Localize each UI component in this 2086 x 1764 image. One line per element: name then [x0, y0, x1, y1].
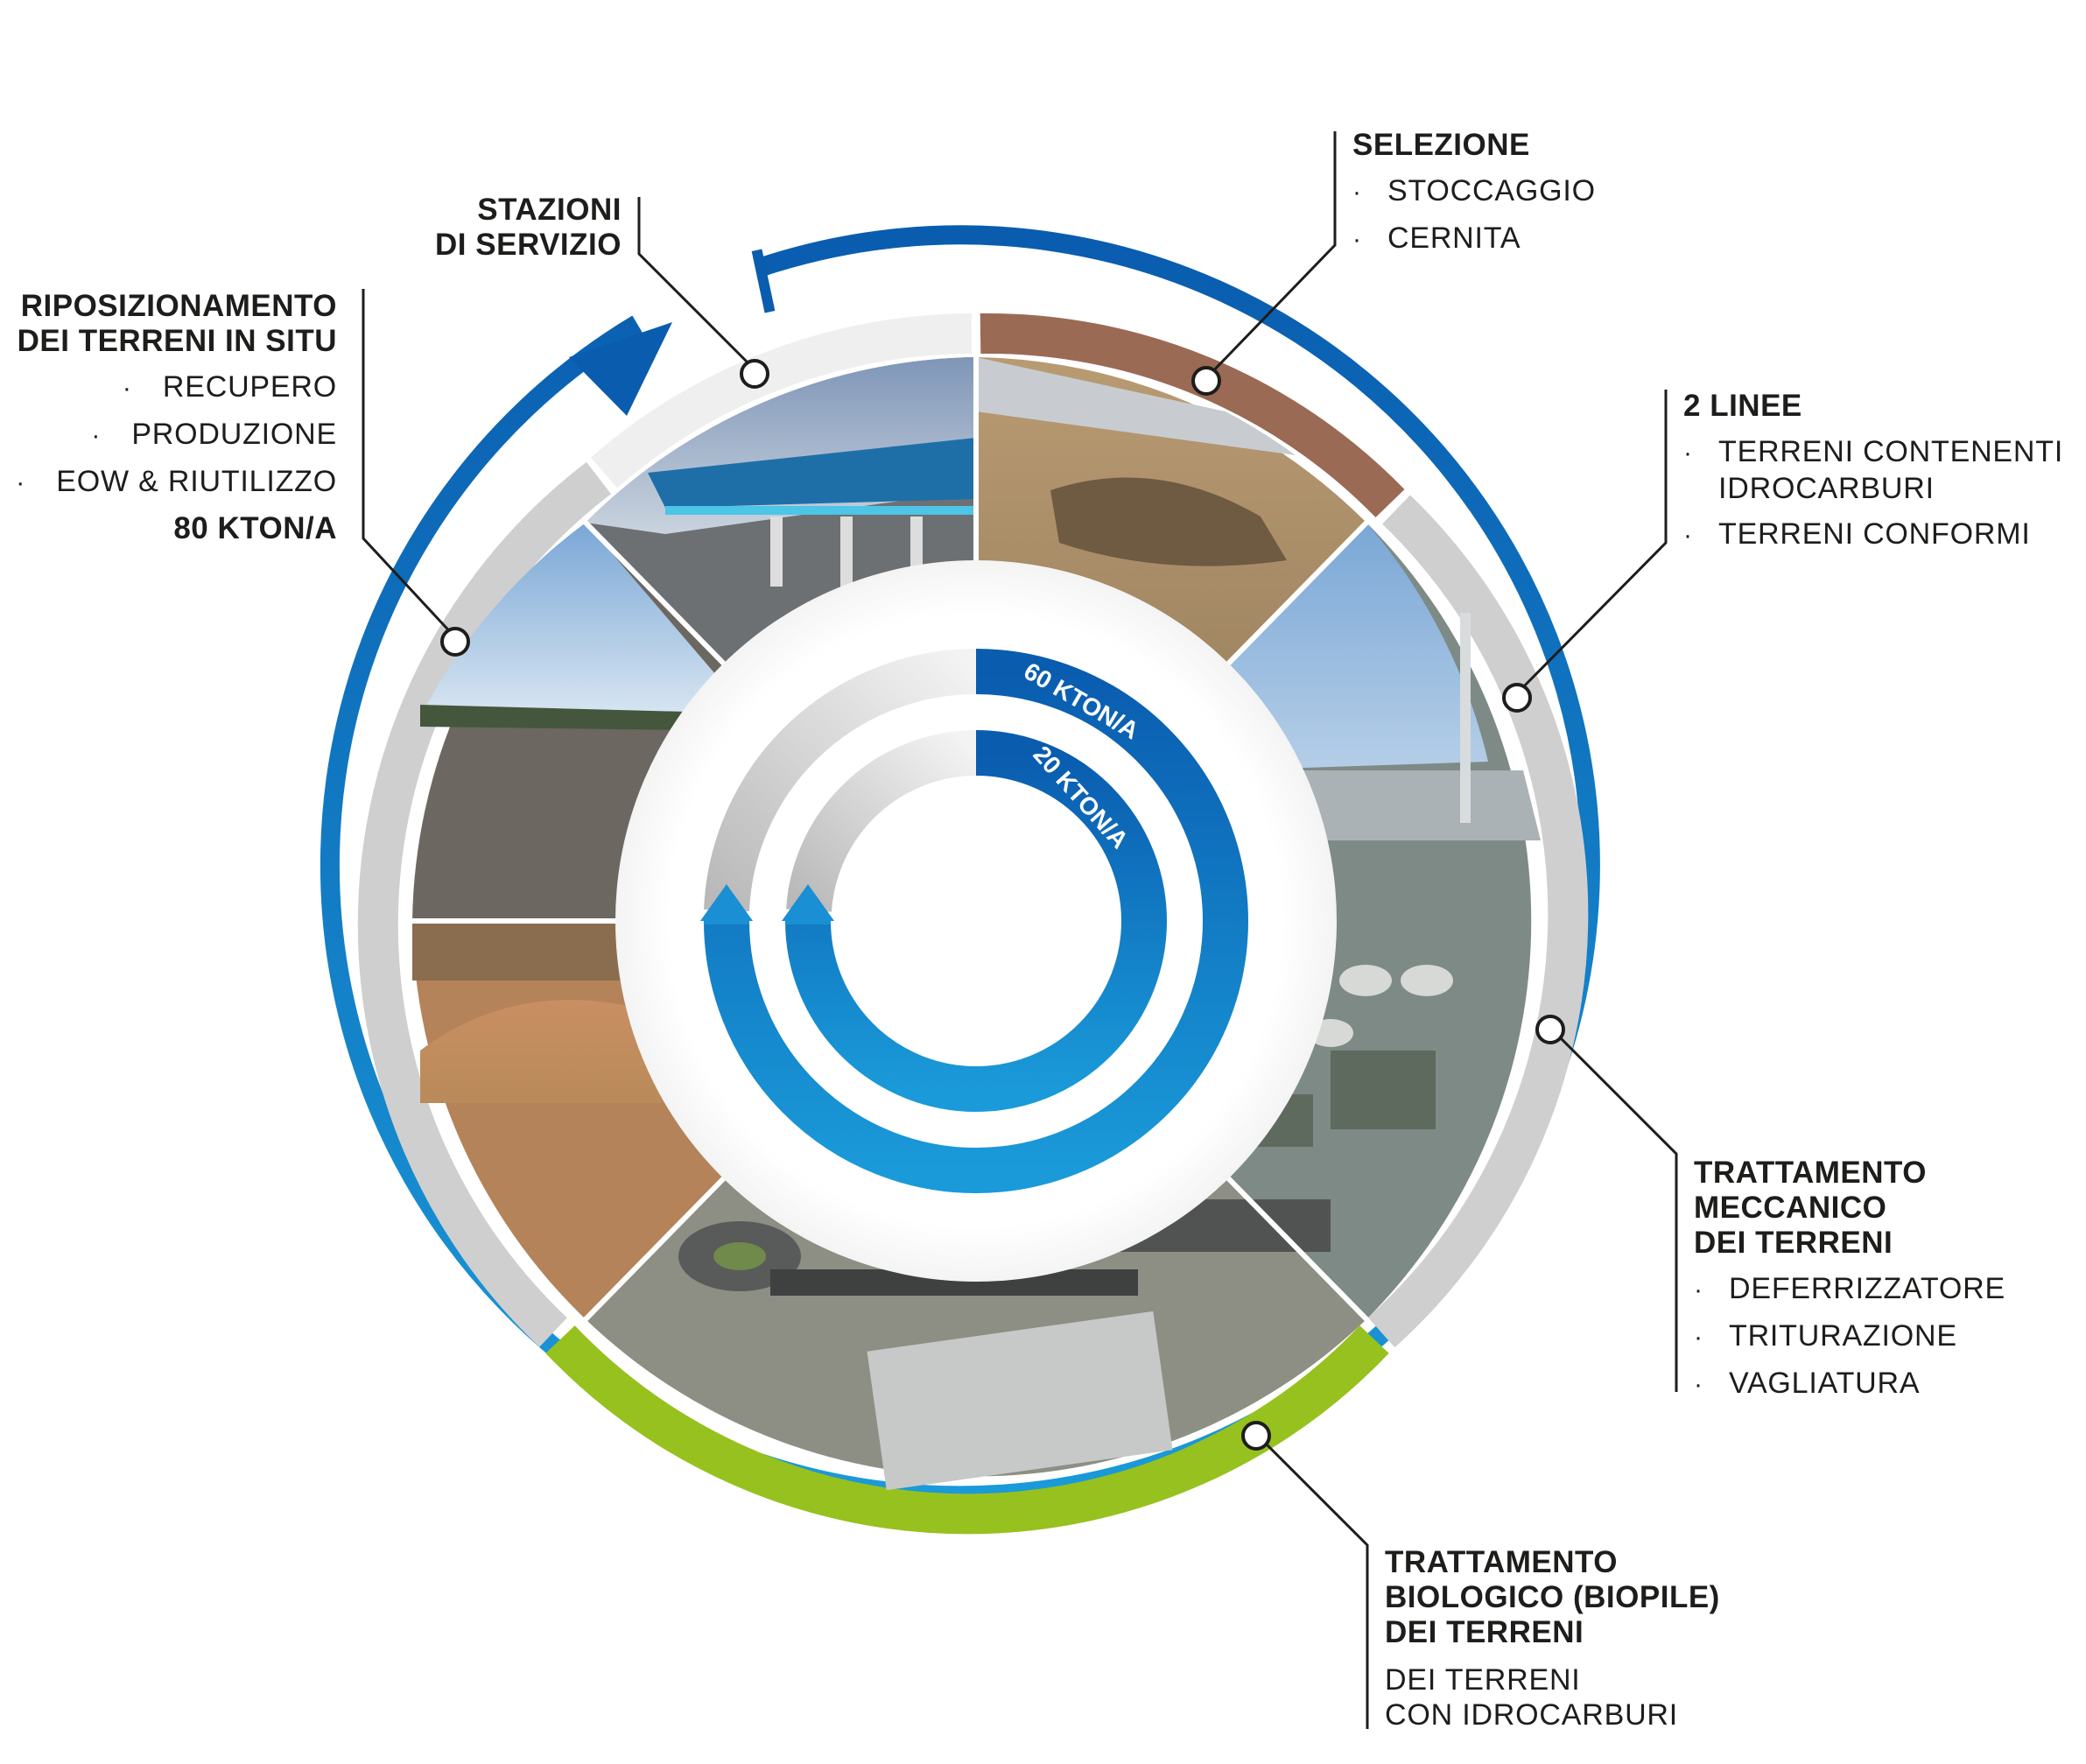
marker-selezione [1191, 366, 1221, 396]
stazioni-line1: STAZIONI [477, 193, 622, 227]
stazioni-line2: DI SERVIZIO [435, 228, 622, 262]
outer-cycle-arrowhead [569, 322, 672, 416]
inner-grey-arc [786, 730, 977, 913]
biologico-line1: TRATTAMENTO [1385, 1545, 1619, 1579]
leader-biologico [1254, 1432, 1369, 1729]
leader-stazioni [637, 197, 756, 371]
bullet-icon: · [1683, 439, 1693, 467]
riposizionamento-capacity: 80 KTON/A [173, 511, 337, 545]
leader-linee [1515, 390, 1668, 695]
inner-cycle-inner-arrowhead [782, 884, 834, 921]
bullet-icon: · [1694, 1370, 1703, 1399]
biologico-sub1: DEI TERRENI [1385, 1663, 1581, 1697]
leader-selezione [1205, 131, 1337, 380]
bullet-icon: · [1352, 225, 1362, 254]
segment-stazioni [590, 313, 973, 488]
leader-riposizionamento [362, 289, 457, 639]
riposizionamento-item-produzione: ·PRODUZIONE [9, 417, 337, 453]
leader-lines [362, 131, 1678, 1729]
segment-riposizionamento [357, 461, 611, 1347]
marker-circles [440, 359, 1565, 1451]
bullet-icon: · [1683, 521, 1693, 550]
linee-title: 2 LINEE [1683, 389, 1802, 423]
biologico-line3: DEI TERRENI [1385, 1615, 1584, 1649]
label-selezione: SELEZIONE ·STOCCAGGIO ·CERNITA [1352, 128, 1685, 257]
selezione-title: SELEZIONE [1352, 128, 1530, 162]
marker-linee [1502, 683, 1532, 713]
riposizionamento-item-recupero: ·RECUPERO [9, 369, 337, 406]
marker-riposizionamento [440, 627, 470, 657]
bullet-icon: · [1694, 1276, 1703, 1304]
outer-blue-arc [704, 649, 1248, 1193]
selezione-item-stoccaggio: ·STOCCAGGIO [1352, 173, 1685, 210]
label-meccanico: TRATTAMENTO MECCANICO DEI TERRENI ·DEFER… [1694, 1156, 2044, 1402]
biologico-line2: BIOLOGICO (BIOPILE) [1385, 1580, 1720, 1614]
label-biologico: TRATTAMENTO BIOLOGICO (BIOPILE) DEI TERR… [1385, 1545, 1752, 1732]
riposizionamento-item-eow: ·EOW & RIUTILIZZO [9, 464, 337, 501]
label-riposizionamento: RIPOSIZIONAMENTO DEI TERRENI IN SITU ·RE… [9, 289, 337, 546]
marker-stazioni [740, 359, 769, 389]
outer-grey-arc [704, 648, 977, 912]
meccanico-item-deferrizzatore: ·DEFERRIZZATORE [1694, 1271, 2044, 1308]
outer-cycle-tail-bar [751, 249, 776, 313]
linee-item-contenenti: ·TERRENI CONTENENTI IDROCARBURI [1683, 435, 2064, 505]
label-linee: 2 LINEE ·TERRENI CONTENENTI IDROCARBURI … [1683, 389, 2068, 553]
leader-meccanico [1549, 1026, 1678, 1392]
riposizionamento-line1: RIPOSIZIONAMENTO [20, 289, 337, 323]
selezione-item-cernita: ·CERNITA [1352, 221, 1685, 257]
label-stazioni: STAZIONI DI SERVIZIO [385, 193, 622, 263]
bullet-icon: · [122, 374, 132, 403]
bullet-icon: · [1352, 178, 1362, 207]
bullet-icon: · [16, 468, 26, 497]
marker-biologico [1241, 1421, 1271, 1451]
biologico-sub2: CON IDROCARBURI [1385, 1698, 1679, 1732]
meccanico-line1: TRATTAMENTO [1694, 1156, 1928, 1190]
linee-item-conformi: ·TERRENI CONFORMI [1683, 517, 2068, 553]
bullet-icon: · [1694, 1323, 1703, 1352]
outer-cycle-inner-arrowhead [700, 884, 753, 921]
meccanico-item-triturazione: ·TRITURAZIONE [1694, 1318, 2044, 1355]
inner-blue-arc [785, 730, 1167, 1112]
meccanico-item-vagliatura: ·VAGLIATURA [1694, 1366, 2044, 1402]
meccanico-line2: MECCANICO [1694, 1191, 1887, 1225]
riposizionamento-line2: DEI TERRENI IN SITU [17, 324, 337, 358]
bullet-icon: · [91, 421, 102, 450]
meccanico-line3: DEI TERRENI [1694, 1226, 1893, 1260]
marker-meccanico [1535, 1015, 1565, 1044]
segment-linee-meccanico [1367, 495, 1589, 1348]
